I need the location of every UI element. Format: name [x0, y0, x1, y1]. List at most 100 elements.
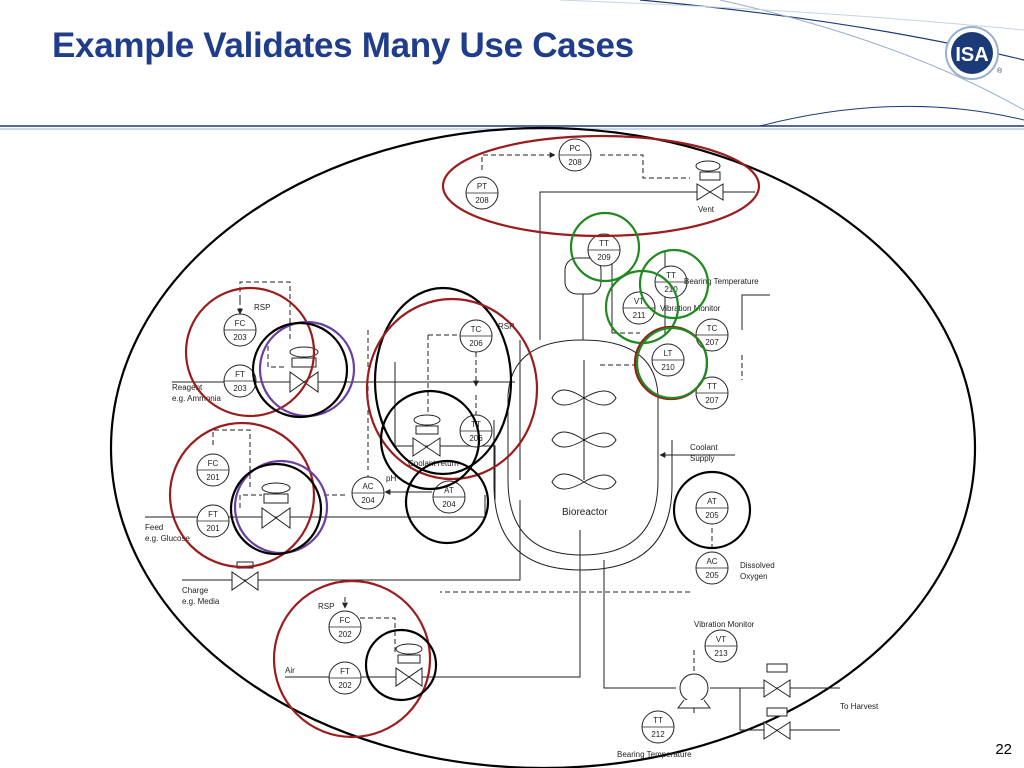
label-bioreactor: Bioreactor	[562, 507, 608, 518]
instrument-vt211: VT 211	[622, 291, 656, 325]
highlight-red-6	[184, 286, 316, 418]
instrument-tag: AT	[707, 497, 717, 506]
label-vibration-monitor-top: Vibration Monitor	[660, 304, 721, 313]
instrument-tag: FT	[208, 510, 218, 519]
instrument-tag: FT	[340, 667, 350, 676]
instrument-tag: VT	[716, 635, 726, 644]
label-rsp-left: RSP	[254, 303, 270, 312]
scope-ellipse	[110, 126, 976, 768]
instrument-number: 210	[661, 363, 675, 372]
instrument-bubbles: PC208PT208TT209TT210VT211TC207LT210TT207…	[196, 138, 738, 744]
instrument-tag: TT	[707, 382, 717, 391]
instrument-number: 206	[469, 434, 483, 443]
instrument-number: 207	[705, 338, 719, 347]
process-lines	[145, 152, 840, 731]
label-to-harvest: To Harvest	[840, 702, 879, 711]
label-bearing-temperature-top: Bearing Temperature	[684, 277, 759, 286]
instrument-tag: AC	[362, 482, 373, 491]
instrument-tag: VT	[634, 297, 644, 306]
instrument-number: 204	[442, 500, 456, 509]
instrument-number: 212	[651, 730, 665, 739]
instrument-at204: AT 204	[432, 480, 466, 514]
instrument-number: 213	[714, 649, 728, 658]
logo-text: ISA	[955, 44, 988, 66]
highlight-green-5	[635, 326, 709, 400]
instrument-ft202: FT 202	[328, 661, 362, 695]
instrument-vt213: VT 213	[704, 629, 738, 663]
header-swoosh	[0, 0, 1024, 130]
instrument-tag: TC	[707, 324, 718, 333]
label-reagent-example: e.g. Ammonia	[172, 394, 221, 403]
instrument-tag: PT	[477, 182, 487, 191]
instrument-tag: FC	[208, 459, 219, 468]
isa-logo: ISA ®	[945, 26, 1003, 80]
highlight-red-10	[365, 297, 539, 481]
label-coolant: Coolant	[690, 443, 718, 452]
instrument-tag: FT	[235, 370, 245, 379]
instrument-tag: PC	[569, 144, 580, 153]
label-reagent: Reagent	[172, 383, 203, 392]
label-feed-example: e.g. Glucose	[145, 534, 190, 543]
highlight-black-8	[251, 321, 349, 419]
instrument-tag: AC	[706, 557, 717, 566]
instrument-number: 205	[705, 571, 719, 580]
highlight-black-16	[672, 470, 752, 550]
control-valves	[231, 160, 791, 740]
instrument-number: 209	[597, 253, 611, 262]
slide-title: Example Validates Many Use Cases	[52, 26, 634, 65]
highlight-black-12	[404, 459, 490, 545]
instrument-number: 207	[705, 396, 719, 405]
instrument-tag: TC	[471, 325, 482, 334]
instrument-tag: TT	[666, 271, 676, 280]
logo-mark: ®	[997, 67, 1003, 75]
label-vibration-monitor-bottom: Vibration Monitor	[694, 620, 755, 629]
label-charge-example: e.g. Media	[182, 597, 220, 606]
instrument-tag: AT	[444, 486, 454, 495]
label-feed: Feed	[145, 523, 163, 532]
highlight-red-17	[272, 579, 432, 739]
label-bearing-temperature-bottom: Bearing Temperature	[617, 750, 692, 759]
label-vent: Vent	[698, 205, 715, 214]
instrument-tt209: TT 209	[587, 233, 621, 267]
instrument-pt208: PT 208	[465, 176, 499, 210]
label-oxygen: Oxygen	[740, 572, 768, 581]
page-number: 22	[995, 741, 1012, 758]
instrument-tc207: TC 207	[695, 318, 729, 352]
label-charge: Charge	[182, 586, 209, 595]
label-rsp-center: RSP	[498, 322, 514, 331]
highlight-purple-7	[258, 320, 356, 418]
label-dissolved: Dissolved	[740, 561, 775, 570]
instrument-fc201: FC 201	[196, 453, 230, 487]
bioreactor-vessel	[493, 257, 673, 571]
instrument-tag: TT	[599, 239, 609, 248]
instrument-number: 202	[338, 681, 352, 690]
label-ph: pH	[386, 474, 396, 483]
instrument-number: 205	[705, 511, 719, 520]
instrument-tag: FC	[340, 616, 351, 625]
highlight-circles	[168, 134, 761, 739]
highlight-red-13	[168, 421, 316, 569]
instrument-number: 203	[233, 333, 247, 342]
instrument-tag: FC	[235, 319, 246, 328]
highlight-black-9	[373, 286, 513, 476]
instrument-fc203: FC 203	[223, 313, 257, 347]
label-air: Air	[285, 666, 295, 675]
highlight-black-11	[379, 389, 481, 491]
instrument-at205: AT 205	[695, 491, 729, 525]
instrument-tt207: TT 207	[695, 376, 729, 410]
label-supply: Supply	[690, 454, 714, 463]
instrument-number: 210	[664, 285, 678, 294]
highlight-green-2	[638, 248, 710, 320]
instrument-number: 201	[206, 473, 220, 482]
instrument-number: 208	[475, 196, 489, 205]
highlight-black-18	[364, 628, 438, 702]
highlight-green-1	[569, 211, 641, 283]
instrument-number: 211	[633, 311, 646, 320]
